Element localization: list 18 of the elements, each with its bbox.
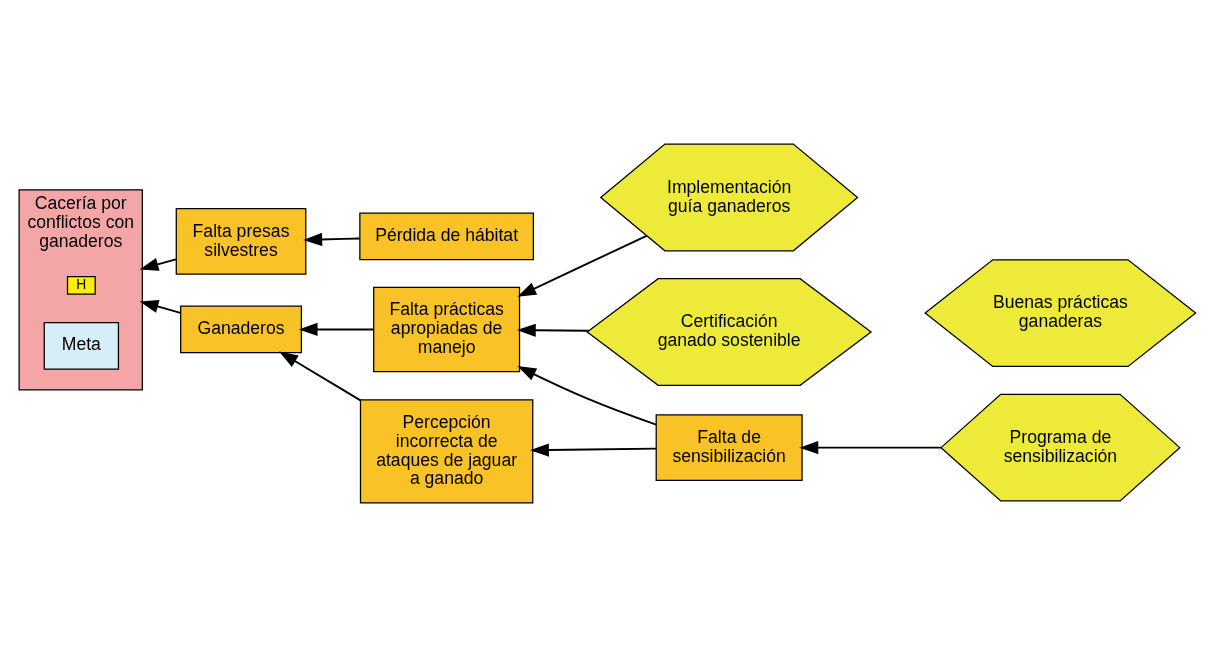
arrow (517, 365, 658, 425)
node-box: Falta presas silvestres (175, 207, 307, 275)
arrow (303, 232, 361, 246)
arrow (799, 440, 942, 454)
node-box: Ganaderos (180, 305, 302, 353)
arrow (139, 257, 177, 271)
node-box: Falta prácticas apropiadas de manejo (373, 286, 521, 372)
arrow (516, 323, 590, 337)
node-box: Percepción incorrecta de ataques de jaguar a ganado (359, 398, 534, 504)
arrow (139, 299, 182, 314)
node-box: Pérdida de hábitat (359, 212, 534, 260)
node-box: Meta (43, 321, 120, 370)
node-box: Falta de sensibilización (655, 413, 803, 481)
arrow (530, 442, 658, 457)
arrow (517, 234, 648, 297)
arrow (298, 322, 375, 336)
arrow (279, 351, 362, 401)
node-box: H (66, 275, 96, 295)
